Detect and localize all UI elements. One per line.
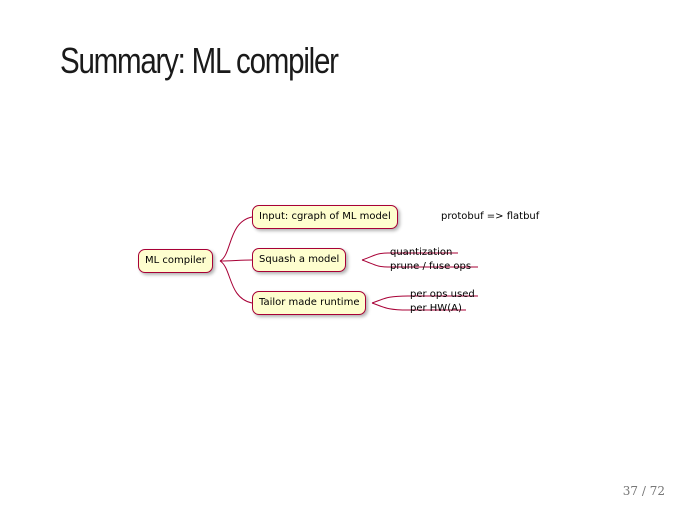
connector-root-squash: [219, 259, 253, 262]
leaf-protobuf: protobuf => flatbuf: [441, 211, 540, 222]
page-number: 37 / 72: [622, 484, 665, 498]
branch-node-tailor: Tailor made runtime: [252, 291, 367, 315]
branch-node-input: Input: cgraph of ML model: [252, 205, 398, 229]
leaf-per-hw: per HW(A): [410, 303, 462, 314]
connector-squash-quantization: [361, 252, 389, 261]
branch-node-squash: Squash a model: [252, 248, 347, 272]
connector-root-tailor: [219, 260, 253, 304]
connector-root-input: [219, 216, 253, 262]
connector-squash-prune: [361, 259, 389, 268]
mindmap-root-node: ML compiler: [138, 249, 213, 273]
slide-title: Summary: ML compiler: [60, 40, 339, 81]
connector-tailor-ops: [371, 295, 409, 304]
connector-tailor-hw: [371, 302, 409, 311]
leaf-quantization: quantization: [390, 247, 453, 258]
leaf-per-ops: per ops used: [410, 289, 475, 300]
leaf-prune-fuse: prune / fuse ops: [390, 261, 472, 272]
